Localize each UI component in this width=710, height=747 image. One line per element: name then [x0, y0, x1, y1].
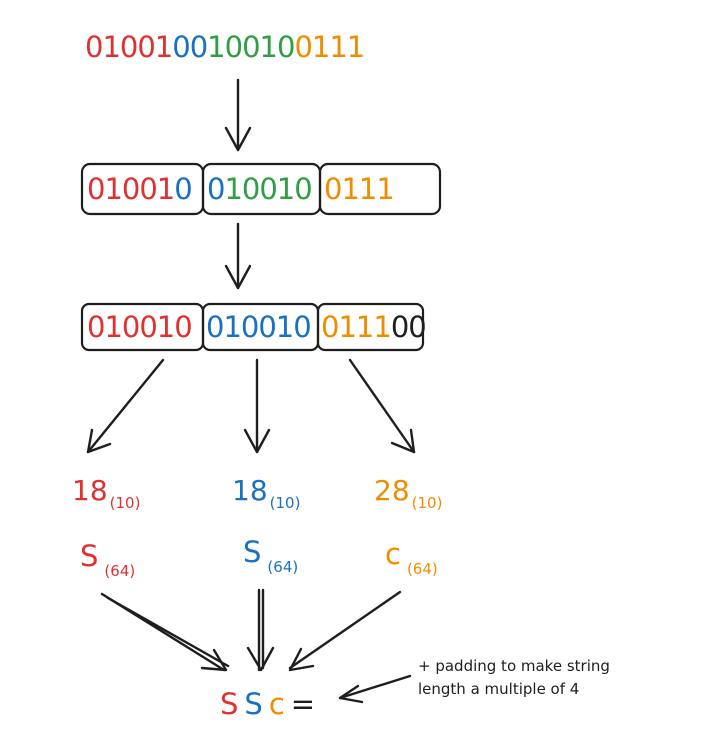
arrow-to-decimal-1	[86, 358, 165, 454]
group-bits-2: 010010	[207, 172, 312, 206]
padded-box-3	[316, 302, 425, 352]
group-bits-segment: 0	[174, 172, 191, 206]
padding-note-line-1: + padding to make string	[418, 657, 610, 675]
decimal-value-1: 18(10)	[72, 474, 140, 512]
base64-char: S	[80, 539, 98, 573]
result-char: c	[269, 687, 285, 721]
arrow-to-result-1-sketch	[106, 596, 230, 668]
group-bits-segment: 01001	[87, 172, 174, 206]
base64-base-label: (64)	[407, 560, 438, 578]
padded-bits-segment: 00	[391, 310, 426, 344]
group-bits-1: 010010	[87, 172, 192, 206]
padded-bits-1: 010010	[87, 310, 192, 344]
input-bits-segment: 0111	[294, 30, 364, 64]
arrow-to-decimal-2-head	[243, 428, 271, 454]
group-box-3	[318, 162, 442, 216]
decimal-values: 18(10) 18(10) 28(10)	[72, 474, 442, 512]
arrow-pad-head	[224, 264, 252, 290]
base64-base-label: (64)	[104, 562, 135, 580]
base64-char-3: c (64)	[385, 537, 438, 578]
decimal-base-label: (10)	[110, 494, 141, 512]
arrow-to-decimal-1-head	[86, 428, 112, 454]
group-bits-segment: 0	[207, 172, 224, 206]
base64-char-2: S (64)	[243, 535, 298, 576]
arrow-to-result-1-head	[200, 648, 228, 672]
padded-bits-segment: 0111	[321, 310, 391, 344]
base64-base-label: (64)	[267, 558, 298, 576]
arrow-to-decimal-3	[348, 358, 416, 454]
decimal-base-label: (10)	[270, 494, 301, 512]
padded-bits-segment: 010010	[206, 310, 311, 344]
arrow-note	[338, 674, 412, 700]
decimal-number: 18	[232, 474, 268, 507]
input-bits-segment: 01001	[85, 30, 172, 64]
arrow-to-decimal-3-head	[390, 428, 416, 454]
padded-bits-segment: 010010	[87, 310, 192, 344]
arrow-note-head	[338, 684, 364, 704]
base64-char: c	[385, 537, 401, 571]
padding-note-line-2: length a multiple of 4	[418, 680, 579, 698]
input-bits-segment: 10010	[207, 30, 294, 64]
arrow-to-result-3-head	[288, 647, 315, 672]
padded-bits-row: 010010 010010 011100	[80, 302, 427, 352]
base64-char-1: S (64)	[80, 539, 135, 580]
arrow-to-result-2-head	[246, 646, 275, 672]
decimal-number: 18	[72, 474, 108, 507]
grouped-bits-row: 010010 010010 0111	[80, 162, 442, 216]
base64-characters: S (64) S (64) c (64)	[80, 535, 438, 580]
arrow-split-head	[224, 126, 252, 152]
result-char: S	[244, 687, 262, 721]
padded-bits-2: 010010	[206, 310, 311, 344]
group-bits-segment: 10010	[224, 172, 311, 206]
group-bits-3: 0111	[324, 172, 394, 206]
decimal-value-3: 28(10)	[374, 474, 442, 512]
padded-bits-3: 011100	[321, 310, 426, 344]
arrow-to-result-3	[288, 590, 402, 670]
result-char: S	[220, 687, 238, 721]
decimal-base-label: (10)	[412, 494, 443, 512]
decimal-number: 28	[374, 474, 410, 507]
base64-char: S	[243, 535, 261, 569]
decimal-value-2: 18(10)	[232, 474, 300, 512]
input-bits-segment: 00	[172, 30, 207, 64]
input-bit-string: 0100100100100111	[85, 30, 364, 64]
group-bits-segment: 0111	[324, 172, 394, 206]
result-char: =	[291, 687, 315, 721]
